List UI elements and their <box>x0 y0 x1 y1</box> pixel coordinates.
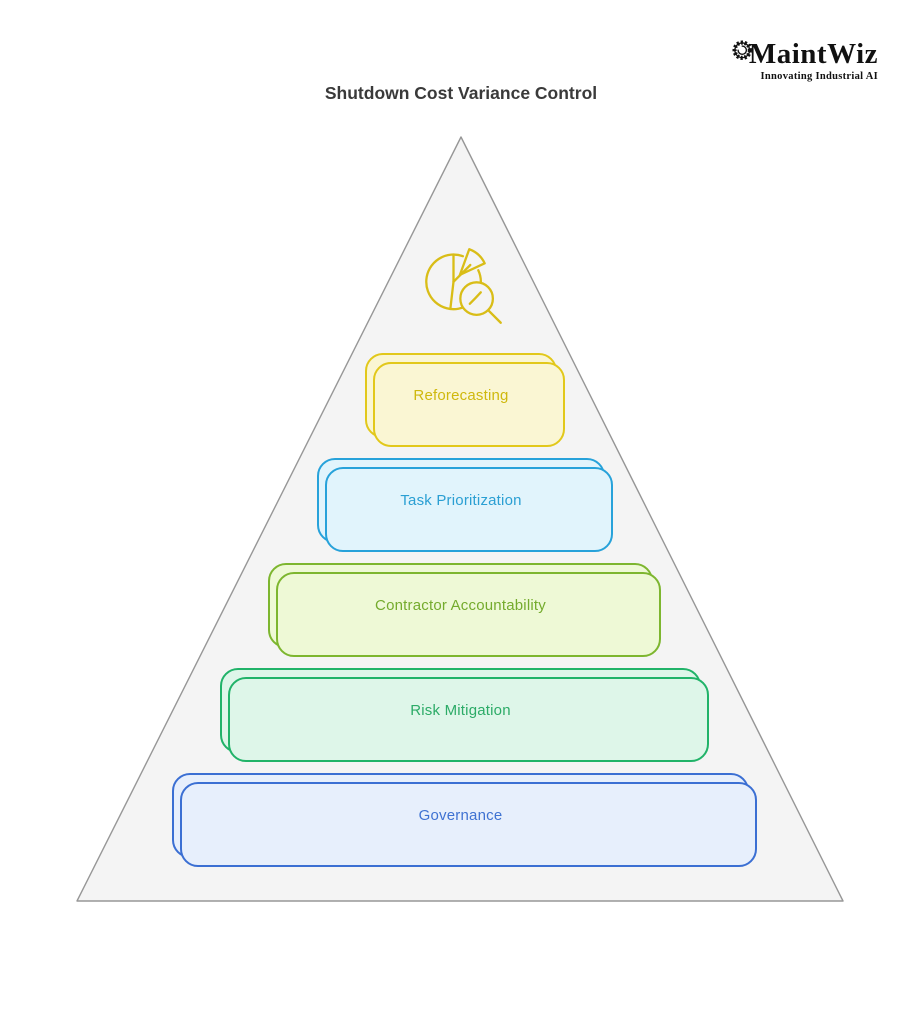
pie-chart-magnifier-icon <box>422 244 506 328</box>
level-label: Risk Mitigation <box>410 702 511 719</box>
level-label: Reforecasting <box>413 387 509 404</box>
pyramid-level-risk-mitigation: Risk Mitigation <box>220 668 701 753</box>
page-title: Shutdown Cost Variance Control <box>324 83 598 103</box>
pyramid-level-governance: Governance <box>172 773 749 858</box>
level-label: Task Prioritization <box>400 492 522 509</box>
level-label: Contractor Accountability <box>375 597 546 614</box>
pyramid-level-reforecasting: Reforecasting <box>365 353 557 438</box>
gear-icon <box>730 38 756 64</box>
logo-tagline: Innovating Industrial AI <box>760 71 878 82</box>
level-label: Governance <box>418 807 503 824</box>
logo-row: MaintWiz <box>730 40 878 69</box>
pyramid-level-contractor-accountability: Contractor Accountability <box>268 563 653 648</box>
maintwiz-logo: MaintWiz Innovating Industrial AI <box>730 40 878 82</box>
pyramid-level-task-prioritization: Task Prioritization <box>317 458 605 543</box>
logo-name: MaintWiz <box>748 38 878 70</box>
